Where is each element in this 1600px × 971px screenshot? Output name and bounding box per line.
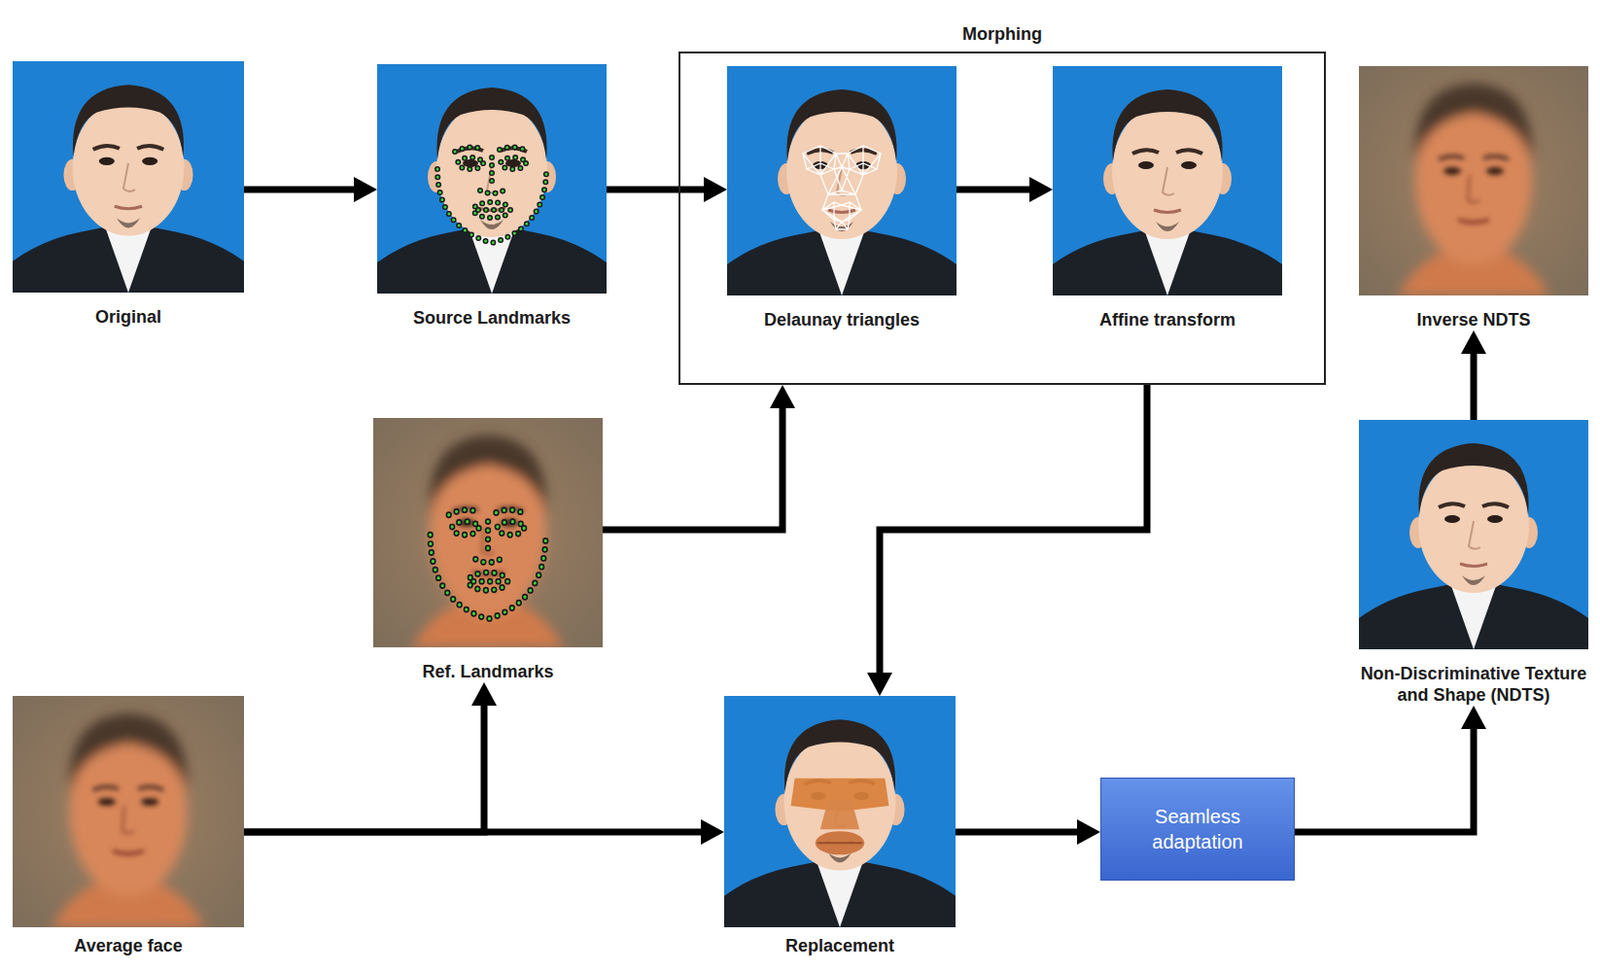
arrow-line xyxy=(243,829,703,836)
arrow-line xyxy=(243,703,485,833)
arrow-head xyxy=(700,819,725,845)
portrait-photo xyxy=(377,64,607,294)
arrow-line xyxy=(879,384,1148,675)
image-step: Ref. Landmarks xyxy=(373,417,603,683)
arrow-head xyxy=(1077,819,1101,845)
arrow-line xyxy=(956,186,1032,194)
flow-arrow xyxy=(606,176,728,203)
step-caption: Delaunay triangles xyxy=(727,309,957,331)
arrow-line xyxy=(955,829,1079,836)
landmark-dots xyxy=(437,146,547,244)
image-step: Affine transform xyxy=(1052,66,1283,331)
flow-arrow xyxy=(1294,705,1487,833)
flow-arrow xyxy=(1460,330,1487,420)
step-caption: Replacement xyxy=(724,935,956,957)
step-caption: Inverse NDTS xyxy=(1352,309,1596,331)
arrow-line xyxy=(1470,351,1478,420)
flow-arrow xyxy=(243,682,497,833)
arrow-head xyxy=(769,384,796,409)
flow-arrow xyxy=(602,384,796,530)
arrow-head xyxy=(471,682,497,706)
portrait-photo xyxy=(12,61,244,293)
box-label: Seamless adaptation xyxy=(1122,803,1273,855)
flow-arrow xyxy=(867,384,1148,696)
arrow-head xyxy=(867,672,893,696)
average-face-photo xyxy=(12,695,244,928)
group-title: Morphing xyxy=(680,23,1324,45)
arrow-line xyxy=(602,406,783,530)
step-caption: Average face xyxy=(12,935,244,957)
arrow-line xyxy=(243,186,356,194)
image-step: Delaunay triangles xyxy=(727,66,957,331)
landmark-dots xyxy=(430,510,547,620)
portrait-photo xyxy=(1052,66,1283,296)
arrow-head xyxy=(1460,705,1487,730)
step-caption: Ref. Landmarks xyxy=(373,660,603,683)
process-box: Seamless adaptation xyxy=(1100,777,1295,881)
arrow-line xyxy=(1294,727,1474,833)
average-face-photo xyxy=(373,417,603,648)
image-step: Replacement xyxy=(724,695,956,957)
step-caption: Affine transform xyxy=(1052,309,1283,331)
flow-arrow xyxy=(243,176,378,203)
landmark-dots xyxy=(437,146,547,244)
flow-arrow xyxy=(956,176,1053,203)
arrow-line xyxy=(606,186,706,194)
flow-arrow xyxy=(955,819,1101,845)
image-step: Inverse NDTS xyxy=(1352,66,1596,331)
image-step: Original xyxy=(12,61,244,328)
portrait-photo xyxy=(724,695,956,928)
arrow-head xyxy=(353,176,378,203)
step-caption: Source Landmarks xyxy=(377,307,607,329)
image-step: Non-Discriminative Texture and Shape (ND… xyxy=(1352,419,1596,706)
arrow-head xyxy=(1460,330,1487,354)
group-frame: MorphingDelaunay trianglesAffine transfo… xyxy=(678,51,1326,385)
portrait-photo xyxy=(1358,419,1589,650)
flow-arrow xyxy=(243,819,725,845)
image-step: Average face xyxy=(12,695,244,957)
arrow-head xyxy=(1029,176,1053,203)
replaced-regions xyxy=(791,778,890,856)
triangle-mesh xyxy=(802,145,881,230)
arrow-head xyxy=(703,176,728,203)
image-step: Source Landmarks xyxy=(377,64,607,329)
average-face-photo xyxy=(1358,66,1589,296)
step-caption: Non-Discriminative Texture and Shape (ND… xyxy=(1352,662,1596,706)
step-caption: Original xyxy=(12,306,244,328)
portrait-photo xyxy=(727,66,957,296)
